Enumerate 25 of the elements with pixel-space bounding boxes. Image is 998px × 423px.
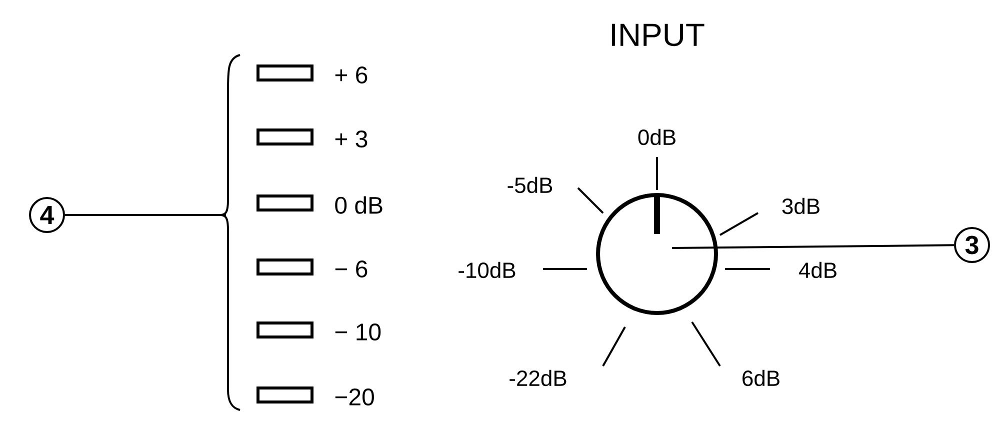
level-indicator — [256, 322, 314, 338]
level-label: + 3 — [335, 130, 368, 148]
scale-label: 3dB — [782, 198, 820, 214]
scale-label: -5dB — [508, 176, 552, 194]
level-label: − 6 — [335, 260, 368, 278]
knob — [596, 193, 718, 315]
level-label: − 10 — [335, 324, 381, 340]
level-label: 0 dB — [335, 196, 382, 214]
level-indicator — [256, 386, 314, 404]
heading: INPUT — [612, 24, 704, 46]
level-indicator — [256, 64, 314, 82]
level-label: + 6 — [335, 66, 368, 84]
callout-number: 4 — [29, 197, 65, 233]
level-indicator — [256, 194, 314, 212]
callout-number: 3 — [954, 227, 990, 263]
scale-label: 4dB — [798, 262, 836, 278]
scale-label: -22dB — [510, 370, 566, 386]
level-indicator — [256, 128, 314, 146]
scale-label: 0dB — [638, 128, 676, 146]
leader-line — [65, 214, 226, 216]
leader-line — [672, 244, 954, 249]
level-indicator — [256, 258, 314, 276]
scale-label: 6dB — [742, 370, 780, 386]
scale-label: -10dB — [458, 262, 516, 278]
level-label: −20 — [335, 388, 374, 406]
